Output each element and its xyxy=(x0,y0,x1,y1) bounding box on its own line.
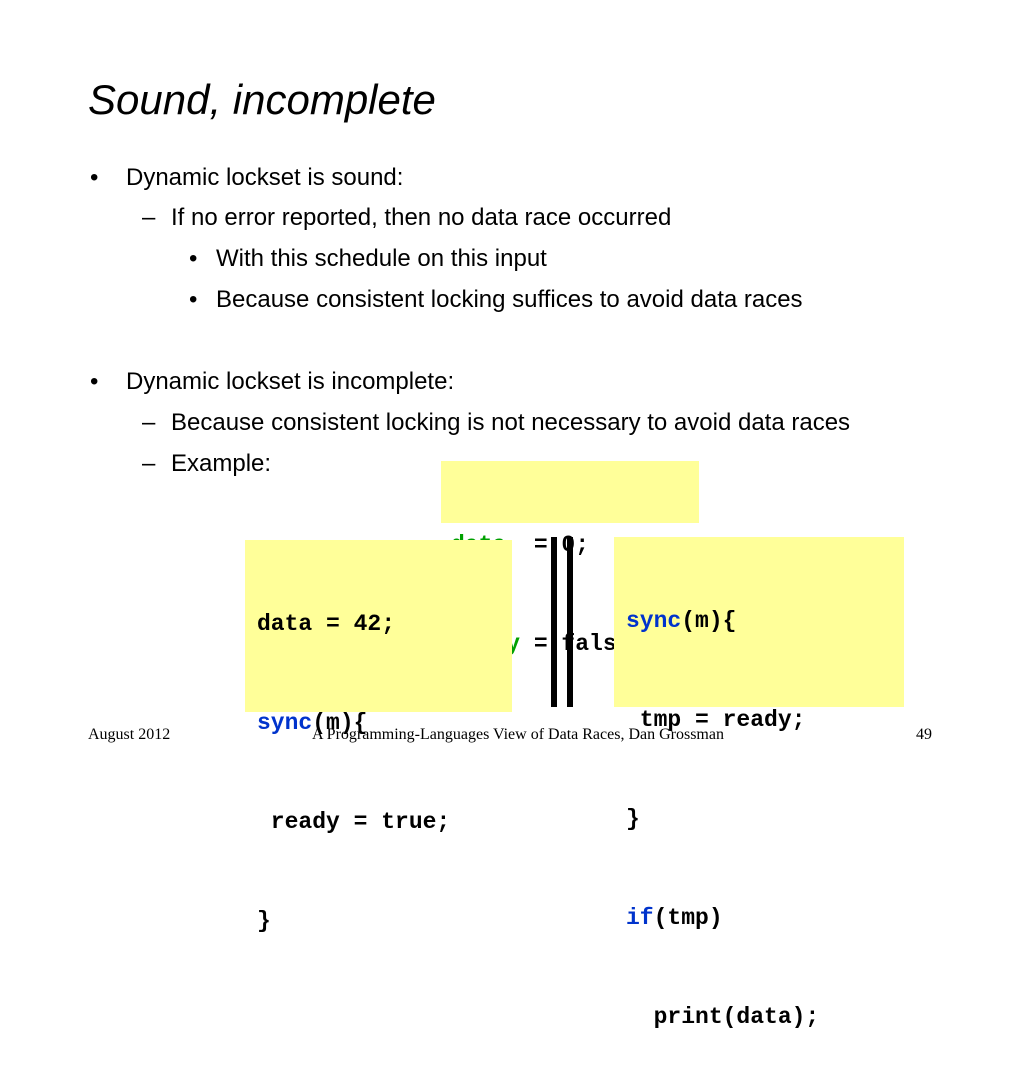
bullet-marker: • xyxy=(189,286,198,313)
code-text: (m){ xyxy=(312,710,368,736)
code-line: ready = true; xyxy=(257,809,451,835)
page-number: 49 xyxy=(916,726,932,743)
code-text: (tmp) xyxy=(653,905,723,931)
subsubbullet-consistent-locking: Because consistent locking suffices to a… xyxy=(216,286,803,313)
bullet-marker: • xyxy=(90,164,99,191)
code-line: } xyxy=(257,908,271,934)
bullet-incomplete: Dynamic lockset is incomplete: xyxy=(126,368,455,395)
footer-date: August 2012 xyxy=(88,726,171,743)
code-keyword: sync xyxy=(257,710,313,736)
code-init-box: data = 0; ready = false; xyxy=(441,461,699,657)
code-line: data = 42; xyxy=(257,611,396,637)
code-text: = 0; xyxy=(506,532,590,558)
code-line: sync(m){ xyxy=(257,707,512,740)
code-thread2-box: sync(m){ tmp = ready; } if(tmp) print(da… xyxy=(614,537,904,1030)
dash-marker: – xyxy=(142,204,156,231)
bullet-marker: • xyxy=(189,245,198,272)
parallel-bar-left xyxy=(551,537,557,707)
subbullet-no-error: If no error reported, then no data race … xyxy=(171,204,672,231)
code-text: (m){ xyxy=(681,608,737,634)
subbullet-not-necessary: Because consistent locking is not necess… xyxy=(171,409,851,436)
code-keyword: if xyxy=(626,905,654,931)
code-line: tmp = ready; xyxy=(626,707,806,733)
code-line: } xyxy=(626,806,640,832)
subsubbullet-schedule: With this schedule on this input xyxy=(216,245,547,272)
code-keyword: sync xyxy=(626,608,682,634)
dash-marker: – xyxy=(142,409,156,436)
bullet-marker: • xyxy=(90,368,99,395)
code-line: sync(m){ xyxy=(626,605,904,638)
footer-title: A Programming-Languages View of Data Rac… xyxy=(312,726,724,743)
parallel-bar-right xyxy=(567,537,573,707)
slide-title: Sound, incomplete xyxy=(88,76,436,123)
bullet-sound: Dynamic lockset is sound: xyxy=(126,164,404,191)
code-thread1-box: data = 42; sync(m){ ready = true; } xyxy=(245,540,512,934)
subbullet-example: Example: xyxy=(171,450,272,477)
dash-marker: – xyxy=(142,450,156,477)
code-line: print(data); xyxy=(626,1004,820,1030)
code-line: if(tmp) xyxy=(626,902,904,935)
